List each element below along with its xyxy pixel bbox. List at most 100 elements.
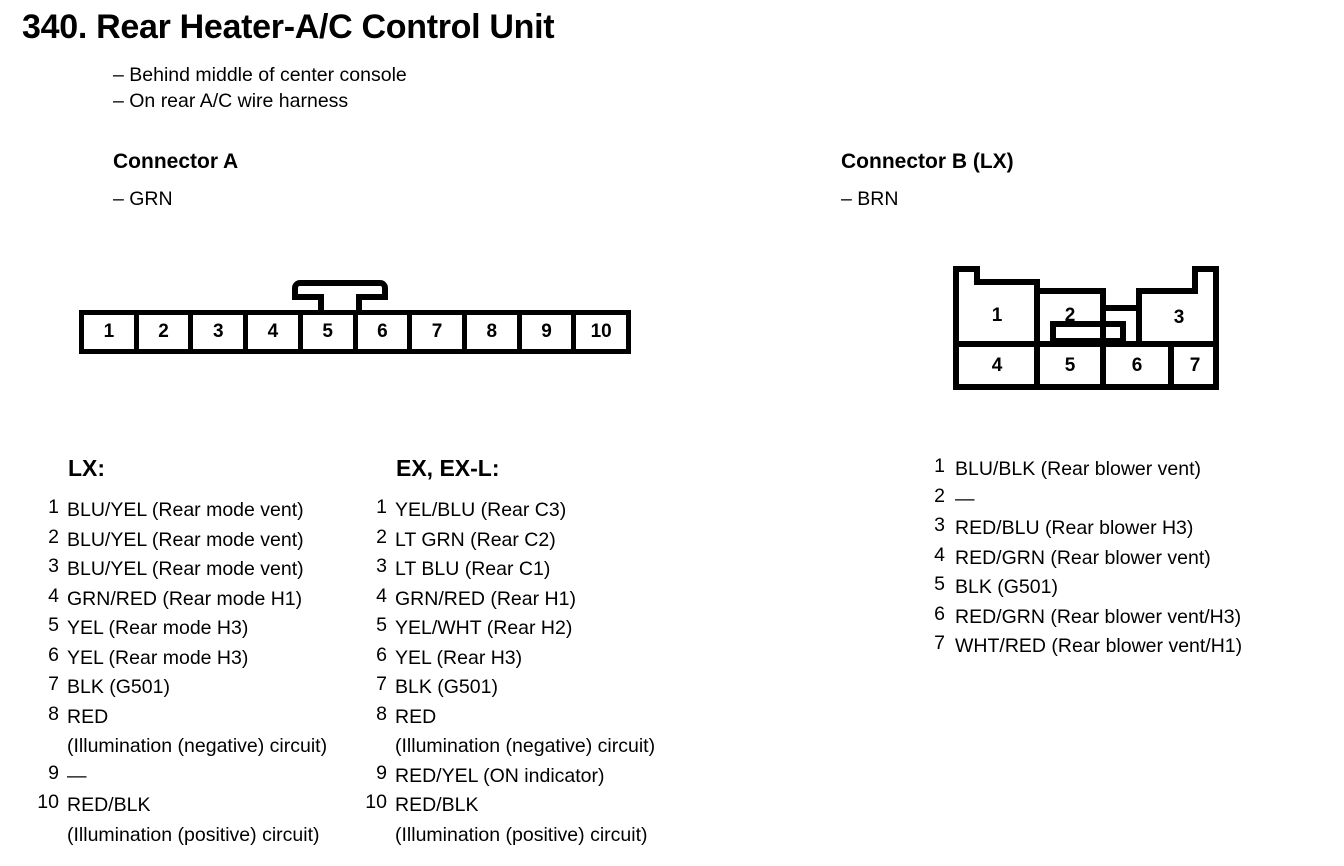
pin-value: YEL (Rear mode H3) xyxy=(67,617,249,639)
pin-number: 1 xyxy=(48,496,59,518)
pin-number: 7 xyxy=(48,673,59,695)
pin-value: RED/GRN (Rear blower vent/H3) xyxy=(955,605,1242,628)
pin-value: BLK (G501) xyxy=(395,676,498,698)
pin-value: GRN/RED (Rear H1) xyxy=(395,587,576,610)
pin-value: BLU/BLK (Rear blower vent) xyxy=(955,458,1202,480)
location-notes: – Behind middle of center console – On r… xyxy=(113,62,407,114)
pin-value: — xyxy=(67,764,87,787)
pin-row: 3 RED/BLU (Rear blower H3) xyxy=(933,514,1293,544)
pin-value: RED/BLK xyxy=(67,794,151,816)
pin-value: YEL (Rear mode H3) xyxy=(67,646,249,669)
pin-row: 1 YEL/BLU (Rear C3) xyxy=(361,496,721,526)
pin-row: 6 RED/GRN (Rear blower vent/H3) xyxy=(933,603,1293,633)
connector-a-cell-row: 1 2 3 4 5 6 7 8 9 10 xyxy=(79,310,631,354)
connector-b-cell-3: 3 xyxy=(1173,307,1185,328)
connector-a-cell-3: 3 xyxy=(193,315,249,349)
location-note-2: – On rear A/C wire harness xyxy=(113,90,349,112)
pin-row: 7 WHT/RED (Rear blower vent/H1) xyxy=(933,632,1293,662)
pin-value: YEL/BLU (Rear C3) xyxy=(395,499,567,521)
connector-b-cell-7: 7 xyxy=(1189,355,1201,376)
pin-number: 4 xyxy=(934,543,945,566)
pin-number: 7 xyxy=(934,632,945,654)
pin-number: 2 xyxy=(934,484,945,507)
pin-value: BLU/YEL (Rear mode vent) xyxy=(67,558,304,580)
pin-row: 1 BLU/YEL (Rear mode vent) xyxy=(33,496,393,526)
pin-value: WHT/RED (Rear blower vent/H1) xyxy=(955,635,1243,657)
pin-value: RED/BLU (Rear blower H3) xyxy=(955,517,1194,539)
pin-number: 4 xyxy=(48,584,59,607)
pin-row: 4 GRN/RED (Rear H1) xyxy=(361,585,721,615)
pin-number: 5 xyxy=(934,573,945,595)
pin-row: 3 LT BLU (Rear C1) xyxy=(361,555,721,585)
pin-row: 2 LT GRN (Rear C2) xyxy=(361,526,721,556)
pin-row: 3 BLU/YEL (Rear mode vent) xyxy=(33,555,393,585)
connector-a-cell-10: 10 xyxy=(576,315,627,349)
pin-value: RED xyxy=(67,705,109,728)
pin-value-cont: (Illumination (positive) circuit) xyxy=(67,823,320,846)
page-title: 340. Rear Heater-A/C Control Unit xyxy=(22,8,555,46)
pin-number: 4 xyxy=(376,584,387,607)
pin-number: 10 xyxy=(37,791,59,813)
connector-b-cell-2: 2 xyxy=(1064,305,1076,326)
pin-value: BLU/YEL (Rear mode vent) xyxy=(67,528,304,551)
pin-value: YEL/WHT (Rear H2) xyxy=(395,617,573,639)
pin-value: GRN/RED (Rear mode H1) xyxy=(67,587,303,610)
connector-b-outline xyxy=(953,266,1219,390)
pin-number: 8 xyxy=(48,702,59,725)
pin-row: 8 RED (Illumination (negative) circuit) xyxy=(33,703,393,762)
exl-column-heading: EX, EX-L: xyxy=(396,455,500,481)
pin-number: 2 xyxy=(48,525,59,548)
connector-b-cell-6: 6 xyxy=(1131,355,1143,376)
pin-number: 9 xyxy=(48,761,59,784)
pin-value-cont: (Illumination (negative) circuit) xyxy=(395,735,656,757)
pin-number: 3 xyxy=(934,514,945,536)
connector-a-cell-4: 4 xyxy=(248,315,303,349)
pin-row: 6 YEL (Rear mode H3) xyxy=(33,644,393,674)
pin-number: 6 xyxy=(934,602,945,625)
pin-number: 7 xyxy=(376,673,387,695)
connector-a-latch-shelf-left xyxy=(292,294,324,300)
pin-row: 7 BLK (G501) xyxy=(33,673,393,703)
pin-number: 6 xyxy=(48,643,59,666)
lx-column-heading: LX: xyxy=(68,455,106,481)
pin-value: RED/BLK xyxy=(395,794,479,816)
pin-number: 3 xyxy=(48,555,59,577)
connector-b-title: Connector B (LX) xyxy=(841,150,1014,173)
exl-pin-list: 1 YEL/BLU (Rear C3) 2 LT GRN (Rear C2) 3 LT… xyxy=(361,496,721,850)
pin-row: 2 BLU/YEL (Rear mode vent) xyxy=(33,526,393,556)
pin-number: 2 xyxy=(376,525,387,548)
pin-row: 5 YEL/WHT (Rear H2) xyxy=(361,614,721,644)
pin-number: 10 xyxy=(365,791,387,813)
pin-value: BLU/YEL (Rear mode vent) xyxy=(67,499,304,521)
pin-value: RED xyxy=(395,705,437,728)
connector-a-latch-stem-right xyxy=(356,298,362,312)
connector-b-cell-5: 5 xyxy=(1064,355,1076,376)
pin-row: 7 BLK (G501) xyxy=(361,673,721,703)
connector-a-latch-shelf-right xyxy=(356,294,388,300)
pin-value: YEL (Rear H3) xyxy=(395,646,523,669)
pin-number: 8 xyxy=(376,702,387,725)
pin-number: 5 xyxy=(376,614,387,636)
pin-value: LT BLU (Rear C1) xyxy=(395,558,551,580)
pin-value: BLK (G501) xyxy=(955,576,1058,598)
connector-a-latch-stem-left xyxy=(318,298,324,312)
connector-b-cell-4: 4 xyxy=(991,355,1003,376)
pin-number: 3 xyxy=(376,555,387,577)
pin-value: LT GRN (Rear C2) xyxy=(395,528,556,551)
pin-row: 5 YEL (Rear mode H3) xyxy=(33,614,393,644)
pin-number: 6 xyxy=(376,643,387,666)
pin-number: 1 xyxy=(376,496,387,518)
connector-b-cell-1: 1 xyxy=(991,305,1003,326)
connector-b-diagram: 1 2 3 4 5 6 7 xyxy=(953,266,1219,390)
connector-a-cell-5: 5 xyxy=(302,315,358,349)
connector-a-cell-2: 2 xyxy=(138,315,194,349)
pin-value-cont: (Illumination (negative) circuit) xyxy=(67,735,328,757)
connector-a-cell-7: 7 xyxy=(412,315,467,349)
pin-value: BLK (G501) xyxy=(67,676,170,698)
